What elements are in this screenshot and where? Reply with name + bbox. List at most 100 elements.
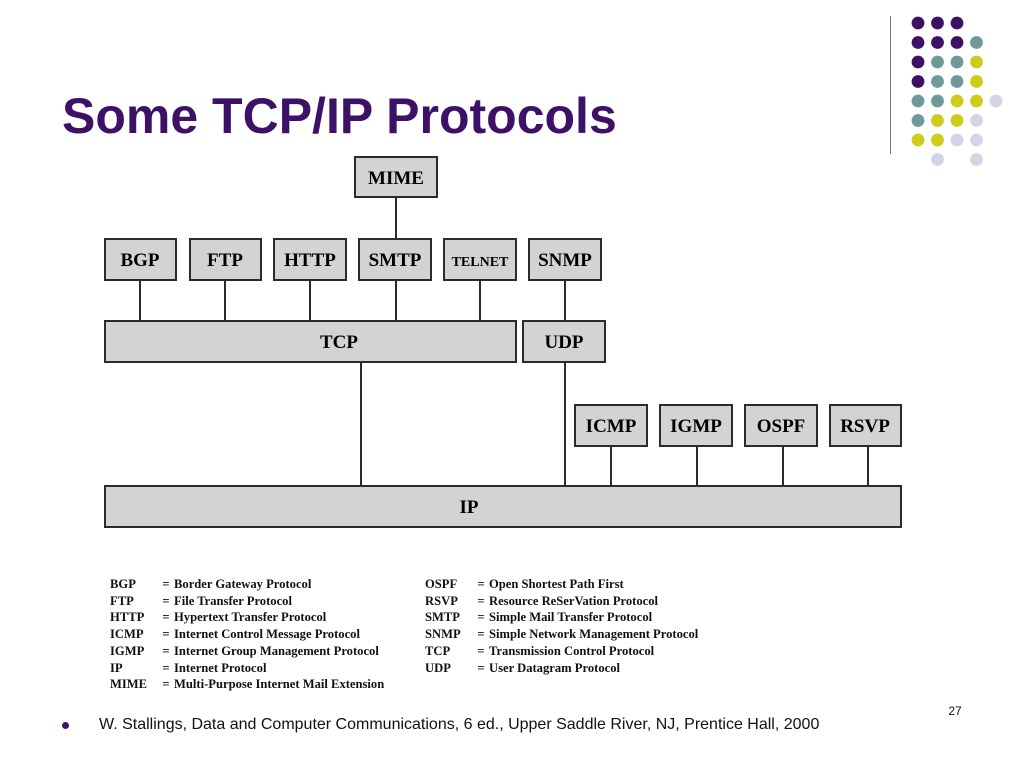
legend-abbr: SNMP [425,627,461,642]
box-ip-label: IP [460,497,479,518]
legend-row: SNMP=Simple Network Management Protocol [425,626,698,643]
decorative-dot [931,114,944,127]
box-http-label: HTTP [284,250,336,271]
decorative-dot [950,133,964,147]
box-icmp-label: ICMP [586,416,637,437]
legend-full: Multi-Purpose Internet Mail Extension [174,677,385,692]
decorative-dot [931,94,944,108]
decorative-dot-grid [911,16,1003,166]
legend-abbr: OSPF [425,577,458,591]
decorative-dot [950,114,964,127]
legend-equals: = [477,577,485,591]
legend-full: Resource ReSerVation Protocol [489,593,659,608]
box-ip: IP [104,485,902,528]
decorative-dot [931,36,944,49]
legend-abbr: SMTP [425,610,460,625]
legend-row: RSVP = Resource ReSerVation Protocol [425,593,698,610]
legend-full: Internet Protocol [174,660,267,675]
legend-row: TCP = Transmission Control Protocol [425,643,698,660]
legend-equals: = [477,593,485,608]
legend-column-right: OSPF = Open Shortest Path First RSVP = Resou… [425,576,698,676]
legend-abbr: IGMP [110,643,145,658]
legend-row: OSPF = Open Shortest Path First [425,576,698,593]
legend-equals: = [162,593,170,608]
box-rsvp-label: RSVP [840,416,890,437]
box-smtp: SMTP [358,238,432,281]
legend-full: Internet Group Management Protocol [174,643,379,658]
box-smtp-label: SMTP [369,250,422,271]
legend-abbr: IP [110,660,123,675]
legend-row: IGMP = Internet Group Management Protocol [110,643,384,660]
legend-full: Hypertext Transfer Protocol [174,610,327,625]
legend-equals: = [162,643,170,658]
legend-row: UDP=User Datagram Protocol [425,660,698,677]
box-udp: UDP [522,320,606,363]
decorative-dot [931,55,944,69]
legend-equals: = [162,677,170,692]
decorative-dot [931,133,944,147]
box-bgp-label: BGP [120,250,159,271]
box-udp-label: UDP [544,332,583,353]
legend-abbr: UDP [425,660,451,675]
decorative-dot [911,55,925,69]
box-bgp: BGP [104,238,177,281]
box-ospf: OSPF [744,404,818,447]
box-igmp-label: IGMP [670,416,722,437]
decorative-dot [911,114,925,127]
legend-column-left: BGP=Border Gateway Protocol FTP = File Tra… [110,576,384,693]
box-icmp: ICMP [574,404,648,447]
decorative-dot [970,75,983,88]
bullet-icon [62,721,69,729]
legend-row: ICMP=Internet Control Message Protocol [110,626,384,643]
decorative-dot [931,75,944,88]
legend-equals: = [162,627,170,642]
legend-abbr: HTTP [110,610,145,625]
decorative-dot [950,36,964,49]
legend-full: Internet Control Message Protocol [174,627,360,642]
box-ftp: FTP [189,238,262,281]
box-http: HTTP [273,238,347,281]
legend-row: SMTP=Simple Mail Transfer Protocol [425,609,698,626]
legend-equals: = [477,627,485,642]
decorative-dot [911,133,925,147]
legend-row: BGP=Border Gateway Protocol [110,576,384,593]
citation: W. Stallings, Data and Computer Communic… [62,716,819,734]
decorative-dot [970,153,983,166]
decorative-dot [950,94,964,108]
divider-line [890,16,891,154]
box-tcp-label: TCP [320,332,358,353]
decorative-dot [970,114,983,127]
legend-abbr: RSVP [425,593,458,608]
decorative-dot [931,16,944,30]
legend-row: HTTP=Hypertext Transfer Protocol [110,609,384,626]
box-snmp-label: SNMP [538,250,592,271]
legend-abbr: TCP [425,643,451,658]
box-tcp: TCP [104,320,517,363]
protocol-diagram: MIME BGP FTP HTTP SMTP TELNET SNMP TCP U… [104,156,902,528]
decorative-dot [970,94,983,108]
decorative-dot [970,36,983,49]
legend-row: FTP = File Transfer Protocol [110,593,384,610]
page-number: 27 [948,704,962,718]
box-igmp: IGMP [659,404,733,447]
legend-full: File Transfer Protocol [174,593,292,608]
box-ospf-label: OSPF [757,416,806,437]
legend-abbr: FTP [110,593,134,608]
legend-equals: = [477,643,485,658]
decorative-dot [970,55,983,69]
legend-full: Border Gateway Protocol [174,577,312,591]
decorative-dot [950,75,964,88]
decorative-dot [950,16,964,30]
box-rsvp: RSVP [829,404,902,447]
box-snmp: SNMP [528,238,602,281]
decorative-dot [950,55,964,69]
box-ftp-label: FTP [207,250,243,271]
legend-full: Transmission Control Protocol [489,643,655,658]
legend-equals: = [477,610,485,625]
legend-full: Open Shortest Path First [489,577,624,591]
decorative-dot [970,133,983,147]
citation-text: W. Stallings, Data and Computer Communic… [99,716,820,733]
legend-full: User Datagram Protocol [489,660,621,675]
decorative-dot [911,16,925,30]
legend-abbr: MIME [110,677,148,692]
